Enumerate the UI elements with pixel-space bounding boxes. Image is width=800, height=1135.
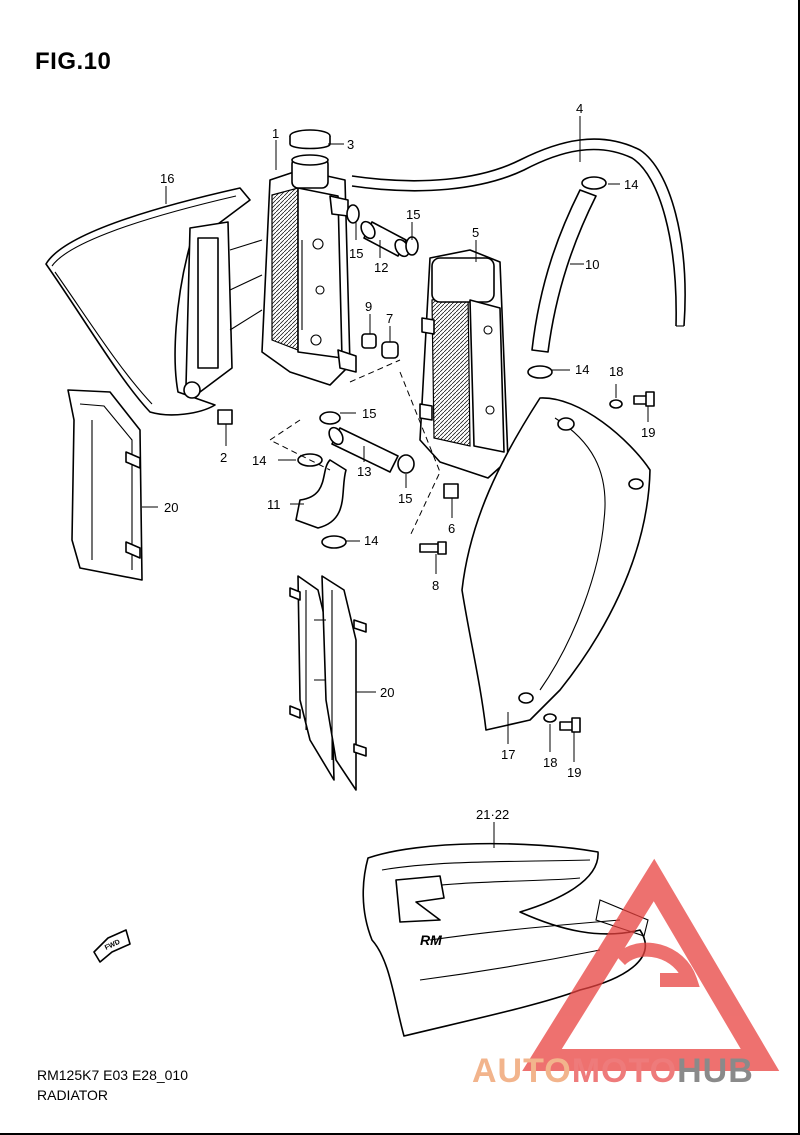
bolt-19a <box>633 391 655 407</box>
callout-15-c: 15 <box>362 406 376 421</box>
callout-1: 1 <box>272 126 279 141</box>
leader-lines <box>142 116 649 848</box>
hose-11 <box>295 459 347 529</box>
callout-15-b: 15 <box>349 246 363 261</box>
callout-19-a: 19 <box>641 425 655 440</box>
callout-3: 3 <box>347 137 354 152</box>
callout-14-a: 14 <box>624 177 638 192</box>
callout-6: 6 <box>448 521 455 536</box>
clamp-14d <box>321 535 347 549</box>
grommet-7 <box>381 341 399 359</box>
clamp-15a <box>346 204 360 224</box>
assembly-line-a <box>269 419 331 471</box>
callout-17: 17 <box>501 747 515 762</box>
assembly-line-b <box>399 371 441 537</box>
callout-11: 11 <box>267 497 281 512</box>
callout-4: 4 <box>576 101 583 116</box>
figure-title: FIG.10 <box>35 48 112 75</box>
callout-labels: 1 2 3 4 5 6 7 8 9 10 11 12 13 14 14 14 1… <box>160 101 655 822</box>
callout-15-a: 15 <box>406 207 420 222</box>
callout-13: 13 <box>357 464 371 479</box>
watermark-part-3: HUB <box>677 1052 754 1090</box>
hose-13 <box>328 426 399 473</box>
decal-logo-text: RM <box>420 932 442 948</box>
forward-arrow-icon: FWD <box>93 929 131 963</box>
clamp-14a <box>581 176 607 190</box>
callout-18-a: 18 <box>609 364 623 379</box>
callout-5: 5 <box>472 225 479 240</box>
clamp-15c <box>319 411 341 425</box>
watermark-part-2: MOTO <box>571 1052 678 1090</box>
callout-14-c: 14 <box>252 453 266 468</box>
hose-12 <box>360 220 410 258</box>
washer-18b <box>543 713 557 723</box>
radiator-cap <box>289 129 331 150</box>
callout-16: 16 <box>160 171 174 186</box>
bolt-8 <box>419 541 447 555</box>
callout-10: 10 <box>585 257 599 272</box>
watermark-text: AUTOMOTOHUB <box>472 1052 754 1091</box>
watermark-part-1: AUTO <box>472 1052 572 1090</box>
clip-6 <box>443 483 459 499</box>
diagram-code: RM125K7 E03 E28_010 <box>37 1067 188 1083</box>
overflow-hose <box>351 138 686 327</box>
callout-20-b: 20 <box>380 685 394 700</box>
callout-9: 9 <box>365 299 372 314</box>
callout-19-b: 19 <box>567 765 581 780</box>
callout-7: 7 <box>386 311 393 326</box>
washer-18a <box>609 399 623 409</box>
clip-2 <box>217 409 233 425</box>
callout-2: 2 <box>220 450 227 465</box>
callout-12: 12 <box>374 260 388 275</box>
radiator-shroud-right <box>461 397 651 731</box>
callout-20-a: 20 <box>164 500 178 515</box>
radiator-louver-center <box>289 575 367 791</box>
radiator-louver-left <box>67 389 143 581</box>
bolt-19b <box>559 717 581 733</box>
assembly-line-c <box>349 359 401 383</box>
bolt-9 <box>361 333 377 349</box>
callout-8: 8 <box>432 578 439 593</box>
callout-21-22: 21·22 <box>476 807 509 822</box>
callout-18-b: 18 <box>543 755 557 770</box>
radiator-left <box>261 154 357 386</box>
diagram-name: RADIATOR <box>37 1087 109 1103</box>
clamp-15d <box>397 454 415 474</box>
callout-14-b: 14 <box>575 362 589 377</box>
hose-10 <box>531 189 597 353</box>
clamp-14b <box>527 365 553 379</box>
radiator-right <box>419 249 509 479</box>
callout-14-d: 14 <box>364 533 378 548</box>
callout-15-d: 15 <box>398 491 412 506</box>
watermark-logo-icon <box>522 858 780 1071</box>
radiator-shroud-left <box>45 187 263 416</box>
